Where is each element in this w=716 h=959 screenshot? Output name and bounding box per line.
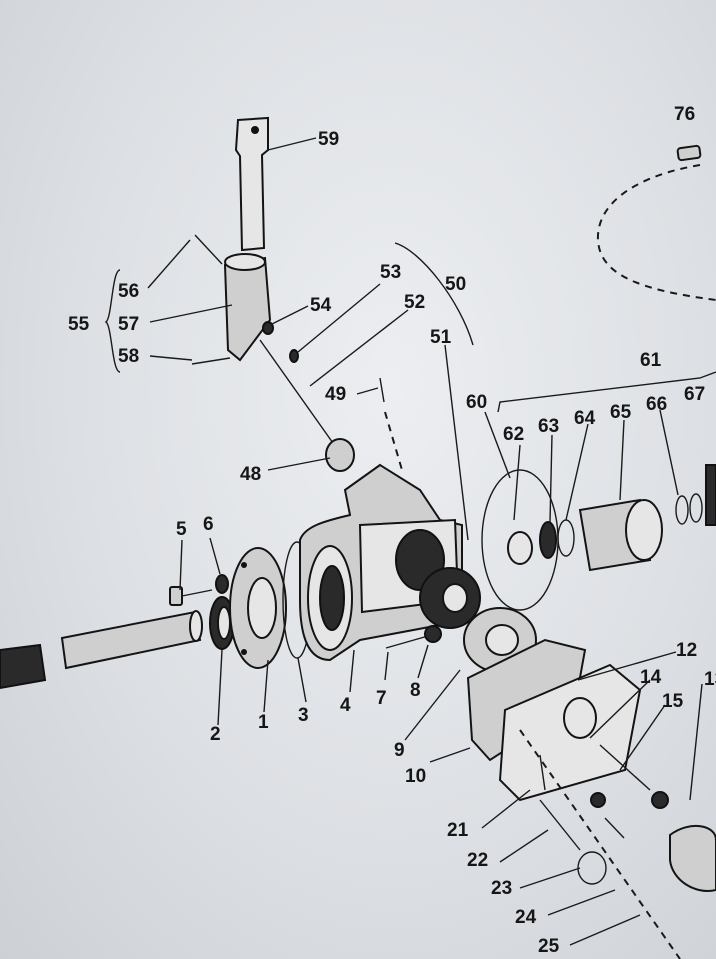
bracket-61	[497, 371, 716, 413]
label-54: 54	[310, 295, 332, 316]
washer-24	[590, 792, 606, 808]
shaft-assembly	[0, 610, 203, 690]
label-53: 53	[380, 262, 401, 283]
label-56: 56	[118, 281, 139, 302]
bolt-58	[191, 357, 231, 365]
bracket-50	[394, 242, 474, 346]
label-66: 66	[646, 394, 667, 415]
label-59: 59	[318, 129, 339, 150]
label-22: 22	[467, 850, 488, 871]
part-76-key	[676, 144, 702, 162]
leader-lines	[147, 137, 703, 946]
ball-joint-48	[325, 438, 355, 472]
label-13: 13	[704, 669, 716, 690]
label-1: 1	[258, 712, 269, 733]
label-55: 55	[68, 314, 90, 335]
control-arm-57	[223, 253, 272, 362]
label-9: 9	[394, 740, 405, 761]
rod-48	[259, 339, 346, 461]
bolt-7	[385, 635, 429, 649]
label-7: 7	[376, 688, 387, 709]
label-62: 62	[503, 424, 524, 445]
label-52: 52	[404, 292, 425, 313]
part-14	[651, 791, 669, 809]
label-49: 49	[325, 384, 346, 405]
label-15: 15	[662, 691, 684, 712]
eyebolt-22	[539, 799, 581, 851]
label-21: 21	[447, 820, 469, 841]
ring-66b	[689, 493, 703, 523]
washer-63	[557, 519, 575, 557]
label-8: 8	[410, 680, 421, 701]
label-64: 64	[574, 408, 596, 429]
label-58: 58	[118, 346, 139, 367]
washer-6	[215, 574, 229, 594]
label-51: 51	[430, 327, 452, 348]
ring-23	[577, 851, 607, 885]
label-50: 50	[445, 274, 466, 295]
label-23: 23	[491, 878, 512, 899]
label-14: 14	[640, 667, 662, 688]
label-57: 57	[118, 314, 139, 335]
bolt-5	[169, 586, 213, 606]
label-24: 24	[515, 907, 537, 928]
bolt-56	[194, 234, 223, 265]
label-5: 5	[176, 519, 187, 540]
label-61: 61	[640, 350, 662, 371]
label-2: 2	[210, 724, 221, 745]
label-4: 4	[340, 695, 351, 716]
label-3: 3	[298, 705, 309, 726]
pinion-gear	[419, 567, 481, 629]
bolt-49	[379, 377, 385, 403]
washer-53	[289, 349, 299, 363]
label-12: 12	[676, 640, 697, 661]
ring-66	[675, 495, 689, 525]
label-67: 67	[684, 384, 705, 405]
flange-1	[229, 547, 287, 669]
label-25: 25	[538, 936, 560, 957]
sleeve-65	[578, 498, 663, 572]
bracket-55	[104, 269, 121, 373]
fork-13	[669, 824, 716, 892]
label-6: 6	[203, 514, 214, 535]
part-67	[705, 464, 716, 526]
pin-21	[539, 754, 546, 791]
rod-15	[599, 744, 651, 791]
label-10: 10	[405, 766, 426, 787]
dashed-axis-49	[384, 411, 403, 471]
bracket-bore	[563, 697, 597, 739]
label-65: 65	[610, 402, 632, 423]
label-76: 76	[674, 104, 695, 125]
dashed-outline	[596, 164, 716, 301]
washer-62	[539, 521, 557, 559]
bolt-24	[604, 817, 625, 839]
rod-59	[234, 116, 269, 252]
nut-54	[262, 321, 274, 335]
label-60: 60	[466, 392, 487, 413]
washer-8	[424, 625, 442, 643]
label-63: 63	[538, 416, 559, 437]
label-48: 48	[240, 464, 261, 485]
